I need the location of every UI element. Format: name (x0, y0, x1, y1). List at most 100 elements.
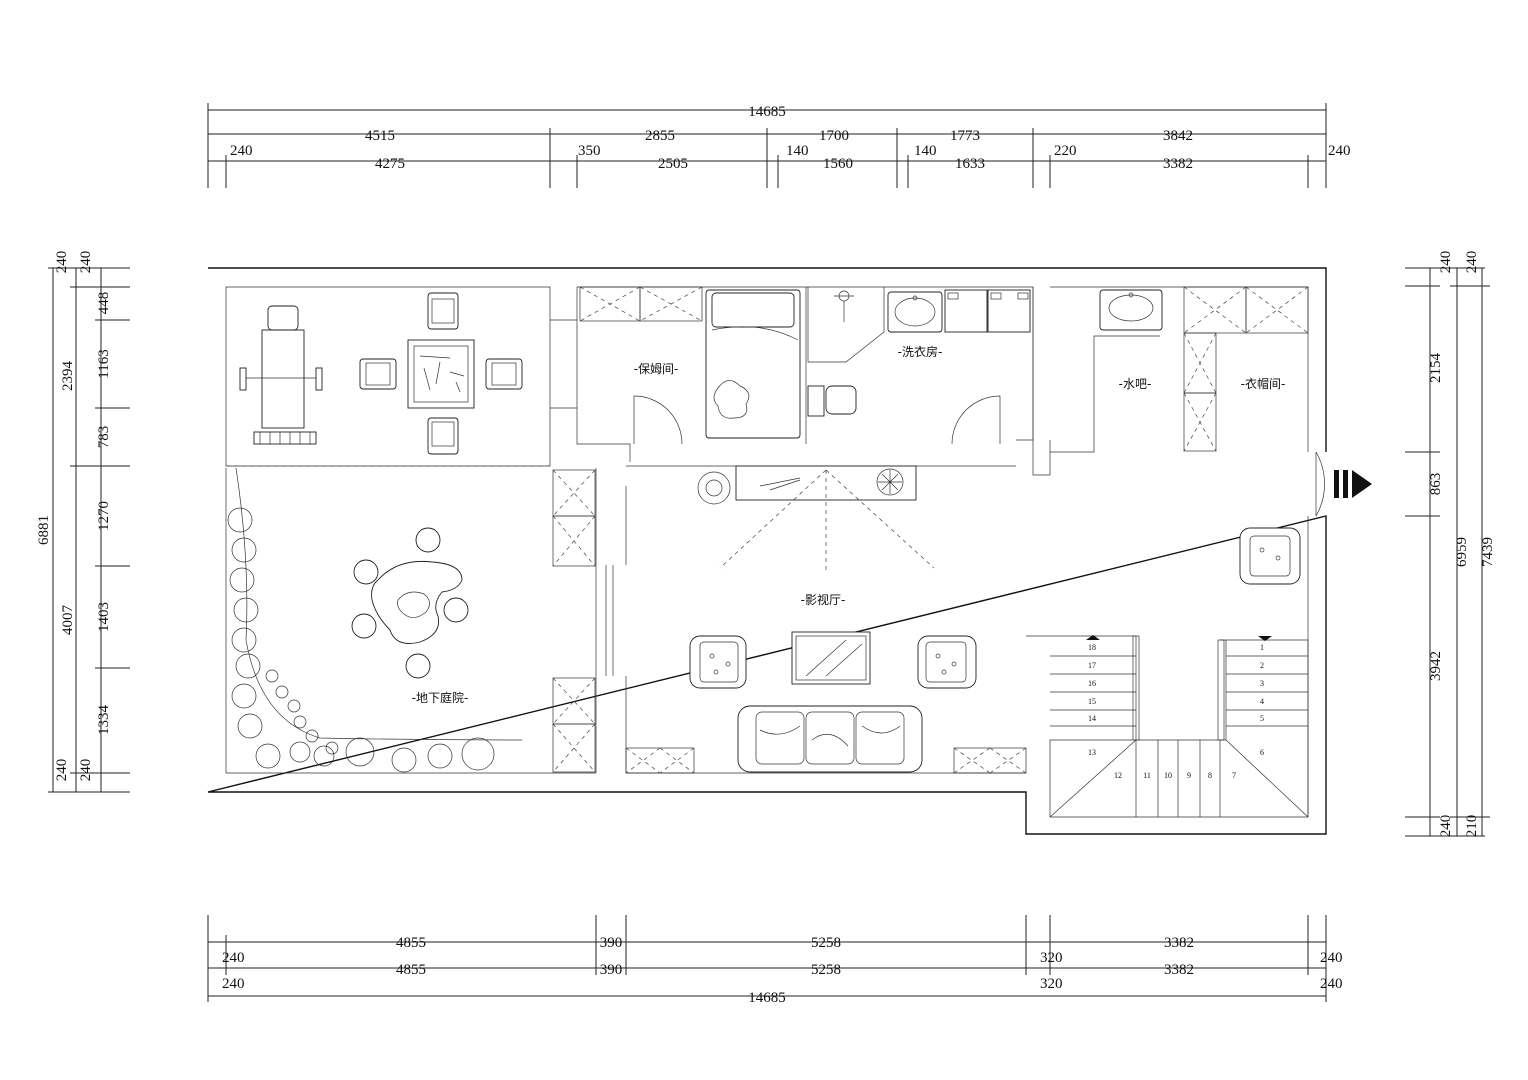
dim-bottom-small-2: 320 (1040, 950, 1063, 966)
step-number: 1 (1260, 643, 1264, 652)
dim-left-inner-2: 448 (96, 292, 112, 315)
nanny-room: -保姆间- (579, 286, 801, 445)
armchair (689, 635, 747, 689)
dim-bottom-overall: 14685 (748, 990, 786, 1006)
dim-right-inner-4: 3942 (1428, 651, 1444, 681)
top-dimensions: 14685 4515 2855 1700 1773 3842 240 350 1… (207, 103, 1351, 188)
dim-bottom-row2-1: 4855 (396, 962, 426, 978)
dim-top-1: 4515 (365, 128, 395, 144)
left-dimensions: 6881 240 2394 4007 240 240 448 1163 783 … (36, 251, 130, 793)
step-number: 15 (1088, 697, 1096, 706)
dim-right-inner-2: 2154 (1428, 353, 1444, 384)
room-label-garden: -地下庭院- (412, 690, 469, 705)
dim-top-inner-4: 1633 (955, 156, 985, 172)
basement-garden: -地下庭院- (227, 467, 523, 773)
shrubs (227, 507, 495, 773)
step-number: 16 (1088, 679, 1096, 688)
dim-top-small-3: 140 (786, 143, 809, 159)
room-label-av-hall: -影视厅- (801, 592, 846, 607)
chair (427, 292, 459, 330)
dim-left-inner-5: 1270 (96, 501, 112, 531)
step-number: 18 (1088, 643, 1096, 652)
dim-top-small-1: 240 (230, 143, 253, 159)
dim-left-outer-2: 2394 (60, 361, 76, 392)
dim-right-inner-5: 240 (1438, 815, 1454, 838)
dim-top-5: 3842 (1163, 128, 1193, 144)
step-numbers-left: 18 17 16 15 14 13 (1088, 643, 1096, 757)
dim-right-outer-2: 7439 (1480, 537, 1496, 567)
staircase: 18 17 16 15 14 13 1 2 3 4 5 6 12 11 10 9… (1026, 635, 1309, 818)
dim-bottom-row3-small-2: 320 (1040, 976, 1063, 992)
step-number: 14 (1088, 714, 1096, 723)
dim-top-small-4: 140 (914, 143, 937, 159)
dim-top-inner-2: 2505 (658, 156, 688, 172)
room-label-water-bar: -水吧- (1119, 377, 1152, 391)
armchair (1239, 527, 1301, 585)
av-hall: -影视厅- (625, 465, 1301, 774)
card-table (359, 292, 523, 455)
dim-bottom-row2-4: 3382 (1164, 962, 1194, 978)
dim-top-small-2: 350 (578, 143, 601, 159)
dim-right-outer-1: 240 (1464, 251, 1480, 274)
coffee-table (791, 631, 871, 685)
room-label-nanny: -保姆间- (634, 362, 679, 376)
dim-left-inner-1: 240 (78, 251, 94, 274)
dim-bottom-2: 390 (600, 935, 623, 951)
plant-pot-icon (697, 471, 731, 505)
dim-left-inner-3: 1163 (96, 349, 112, 378)
dim-bottom-3: 5258 (811, 935, 841, 951)
dim-top-2: 2855 (645, 128, 675, 144)
entry-arrow-icon (1334, 470, 1372, 498)
dim-left-outer-3: 4007 (60, 605, 76, 636)
dim-bottom-small-1: 240 (222, 950, 245, 966)
dim-right-inner-3: 863 (1428, 473, 1444, 496)
dim-top-inner-5: 3382 (1163, 156, 1193, 172)
dim-bottom-small-3: 240 (1320, 950, 1343, 966)
gym-and-card-area (239, 292, 523, 455)
dim-left-inner-6: 1403 (96, 602, 112, 632)
storage-cabinets (552, 469, 596, 773)
dim-bottom-row3-small-3: 240 (1320, 976, 1343, 992)
dim-left-inner-8: 240 (78, 759, 94, 782)
step-number: 12 (1114, 771, 1122, 780)
dim-bottom-4: 3382 (1164, 935, 1194, 951)
treadmill (239, 305, 323, 445)
dim-top-4: 1773 (950, 128, 980, 144)
step-number: 6 (1260, 748, 1264, 757)
dim-bottom-row2-3: 5258 (811, 962, 841, 978)
step-number: 4 (1260, 697, 1264, 706)
step-number: 3 (1260, 679, 1264, 688)
dim-right-outer-3: 210 (1464, 815, 1480, 838)
dim-top-inner-1: 4275 (375, 156, 405, 172)
sofa (737, 705, 923, 773)
step-number: 5 (1260, 714, 1264, 723)
dim-top-small-6: 240 (1328, 143, 1351, 159)
dim-top-small-5: 220 (1054, 143, 1077, 159)
chair (427, 417, 459, 455)
washing-machine (944, 289, 1031, 333)
bed (705, 289, 801, 439)
dim-left-overall: 6881 (36, 515, 52, 545)
laundry-room: -洗衣房- (807, 287, 1031, 445)
step-number: 8 (1208, 771, 1212, 780)
step-number: 11 (1143, 771, 1151, 780)
dim-top-3: 1700 (819, 128, 849, 144)
dim-left-outer-1: 240 (54, 251, 70, 274)
room-label-cloakroom: -衣帽间- (1241, 376, 1286, 391)
cloakroom: -衣帽间- (1183, 286, 1309, 452)
dim-left-inner-7: 1334 (96, 705, 112, 736)
chair (485, 358, 523, 390)
plant-pot-icon (876, 468, 904, 496)
tea-table-set (351, 527, 469, 679)
dim-bottom-row3-small-1: 240 (222, 976, 245, 992)
step-number: 13 (1088, 748, 1096, 757)
step-numbers-right: 1 2 3 4 5 6 (1260, 643, 1264, 757)
dim-right-inner-1: 240 (1438, 251, 1454, 274)
dim-top-inner-3: 1560 (823, 156, 853, 172)
dim-top-overall: 14685 (748, 104, 786, 120)
water-bar: -水吧- (1099, 289, 1163, 391)
step-number: 9 (1187, 771, 1191, 780)
step-number: 7 (1232, 771, 1236, 780)
toilet (807, 385, 857, 417)
